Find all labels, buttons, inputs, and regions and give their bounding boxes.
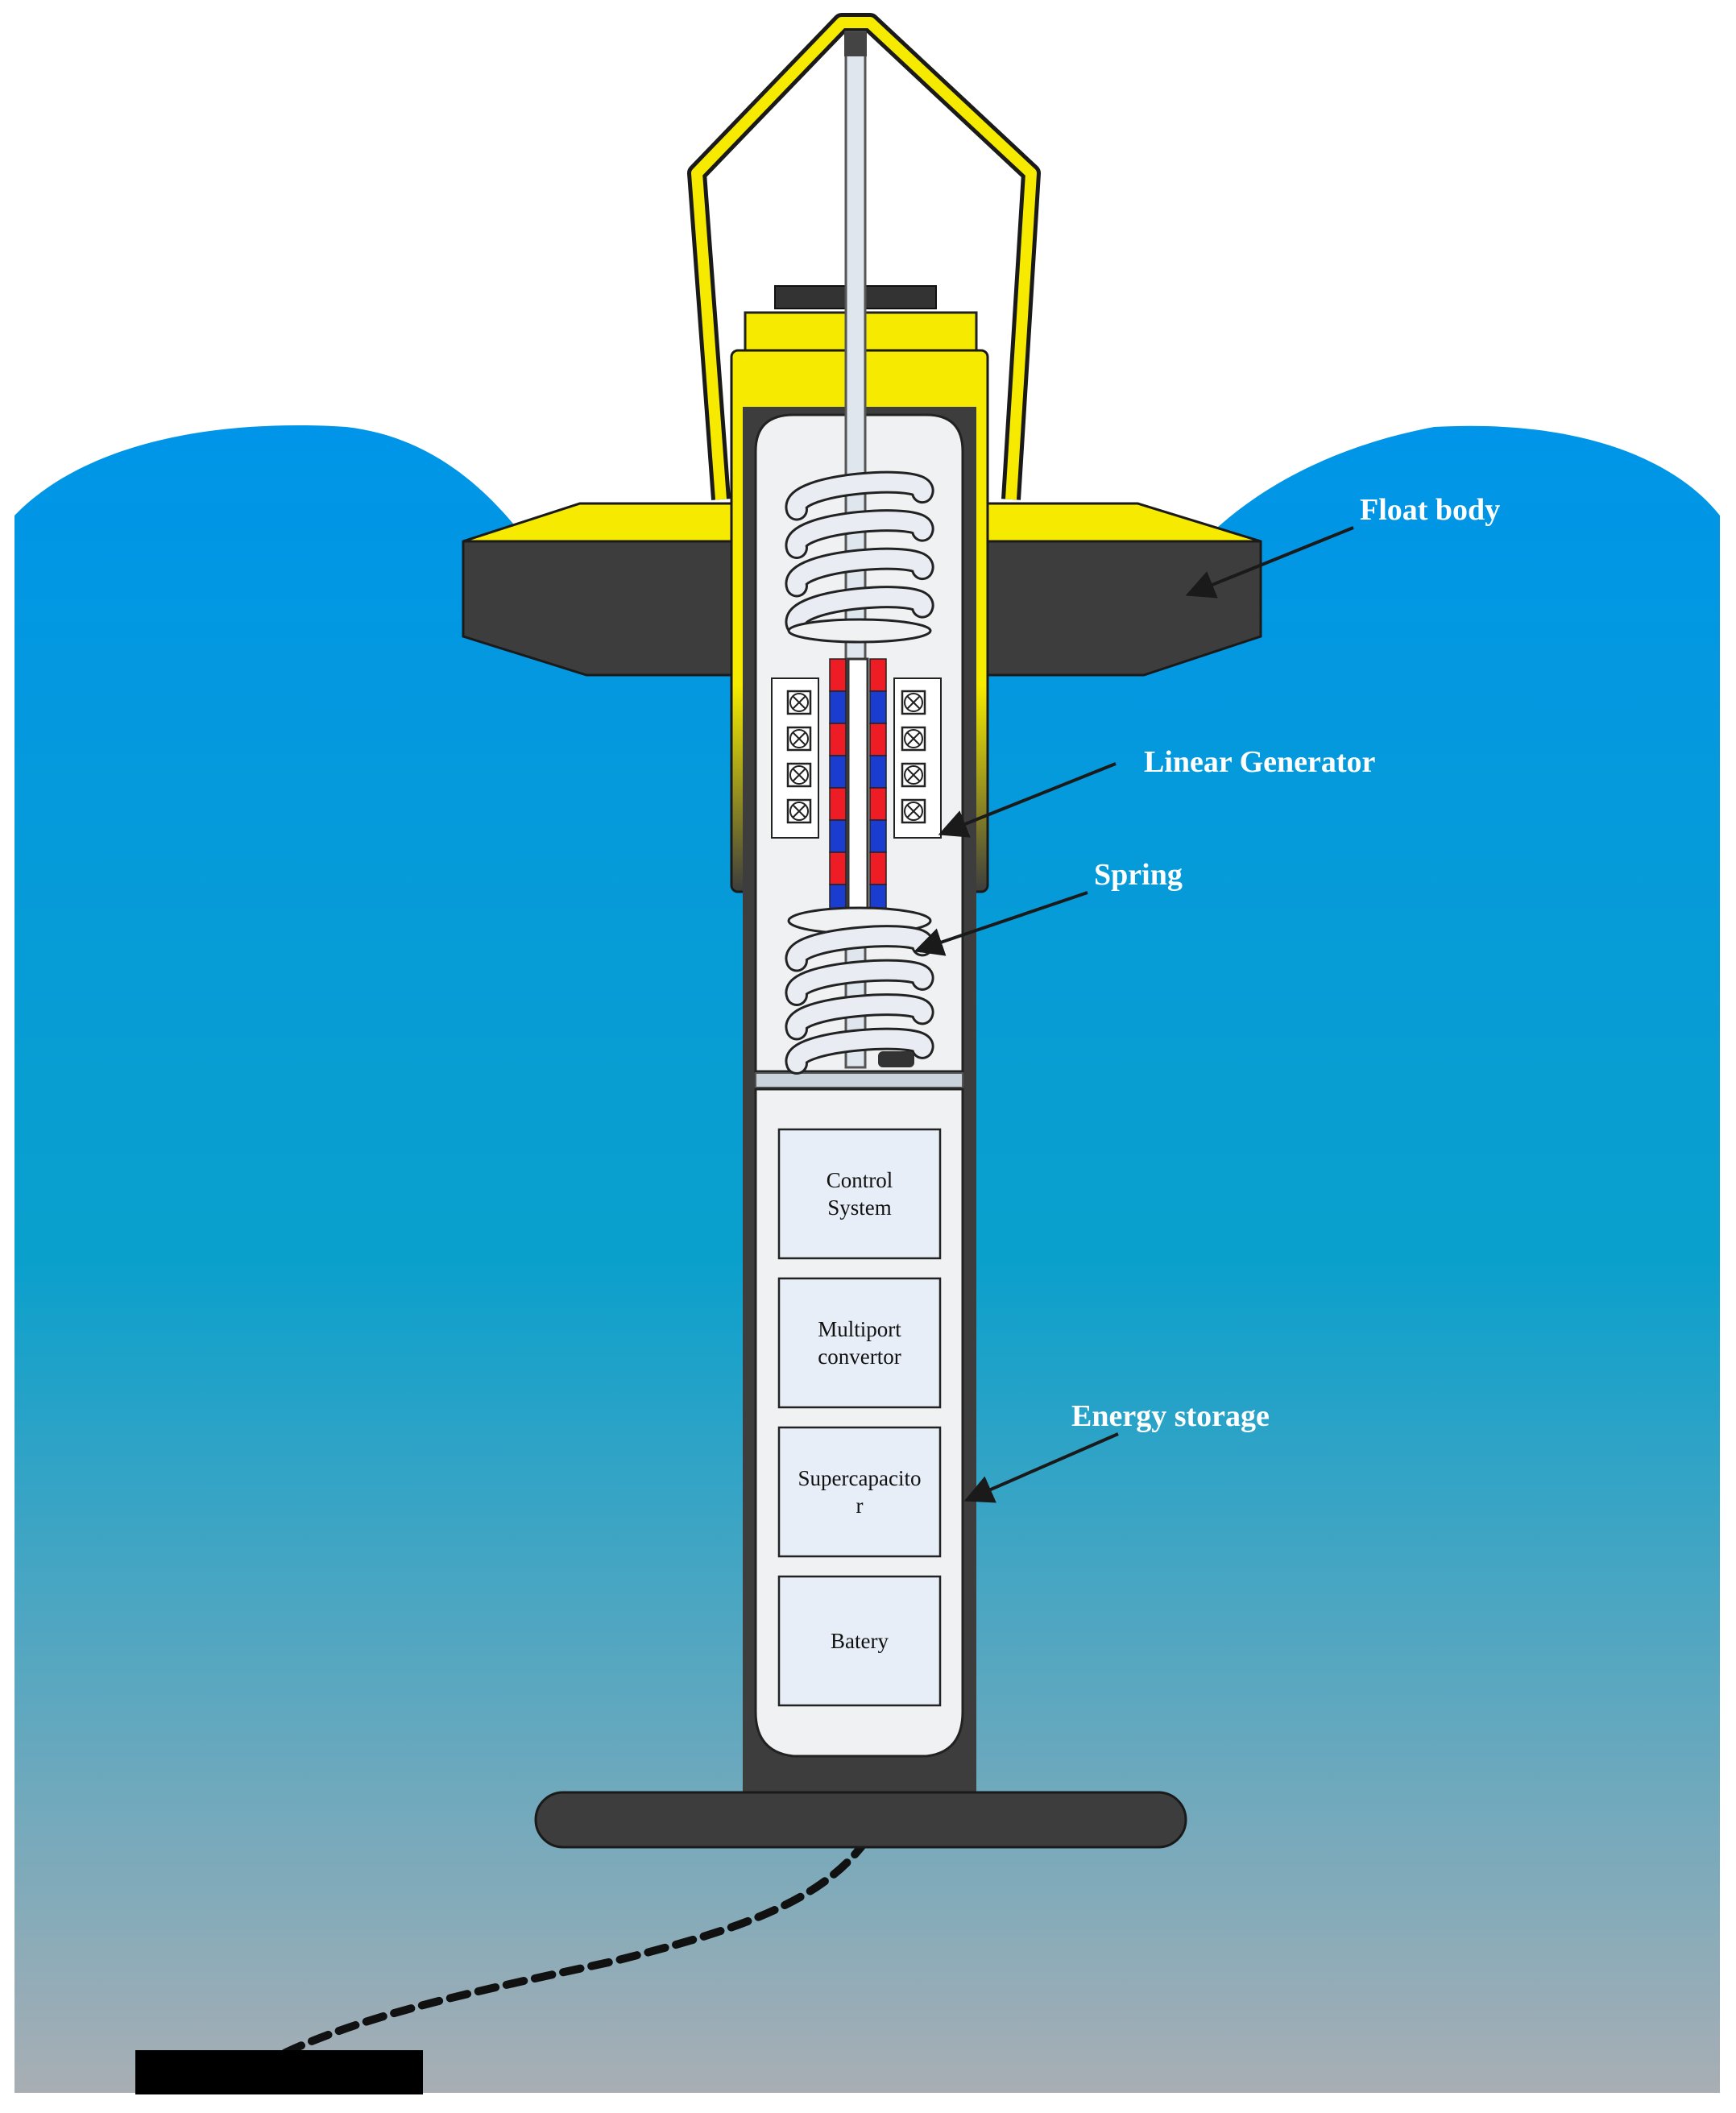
component-box-battery (777, 1575, 942, 1707)
component-label-control: System (827, 1195, 892, 1220)
permanent-magnet (829, 819, 847, 853)
permanent-magnet (869, 723, 887, 756)
chamber-divider (755, 1072, 963, 1088)
upper-spring (785, 470, 934, 636)
coil-winding (901, 690, 926, 715)
component-label-control: Control (827, 1168, 893, 1192)
component-label-supercap: Supercapacito (798, 1466, 922, 1490)
callout-energy-storage: Energy storage (963, 1399, 1270, 1503)
permanent-magnet (829, 851, 847, 885)
mooring-cable (270, 1837, 870, 2062)
component-label-multiport: convertor (818, 1344, 901, 1369)
permanent-magnet (829, 787, 847, 821)
permanent-magnet (829, 690, 847, 724)
label-float-body: Float body (1360, 493, 1500, 527)
heave-plate (534, 1791, 1187, 1849)
upper-spring-coil (787, 473, 932, 519)
lower-spring-coil (787, 961, 932, 1004)
label-energy-storage: Energy storage (1071, 1399, 1270, 1433)
upper-spring-coil (787, 512, 932, 557)
component-box-multiport (777, 1277, 942, 1409)
component-box-supercap (777, 1426, 942, 1558)
callout-spring: Spring (914, 858, 1183, 956)
component-label-supercap: r (856, 1494, 864, 1518)
seabed-anchor (135, 2050, 423, 2094)
lower-spring-coil (787, 1030, 932, 1072)
callout-float-body: Float body (1185, 493, 1500, 599)
permanent-magnet (829, 755, 847, 789)
linear-generator (771, 657, 942, 918)
component-label-battery: Batery (831, 1629, 889, 1653)
callout-linear-generator: Linear Generator (938, 745, 1376, 838)
translator-rod (847, 657, 869, 918)
permanent-magnet (869, 755, 887, 789)
permanent-magnet (869, 819, 887, 853)
upper-spring-coil (787, 588, 932, 633)
component-label-multiport: Multiport (818, 1317, 901, 1341)
permanent-magnet (869, 787, 887, 821)
upper-spring-plate (787, 618, 932, 644)
component-box-control (777, 1128, 942, 1260)
permanent-magnet (869, 690, 887, 724)
permanent-magnet (829, 723, 847, 756)
permanent-magnet (869, 851, 887, 885)
upper-spring-coil (787, 549, 932, 595)
lower-spring-coil (787, 996, 932, 1038)
permanent-magnet (829, 658, 847, 692)
label-linear-generator: Linear Generator (1144, 745, 1376, 779)
label-spring: Spring (1094, 858, 1183, 892)
permanent-magnet (869, 658, 887, 692)
